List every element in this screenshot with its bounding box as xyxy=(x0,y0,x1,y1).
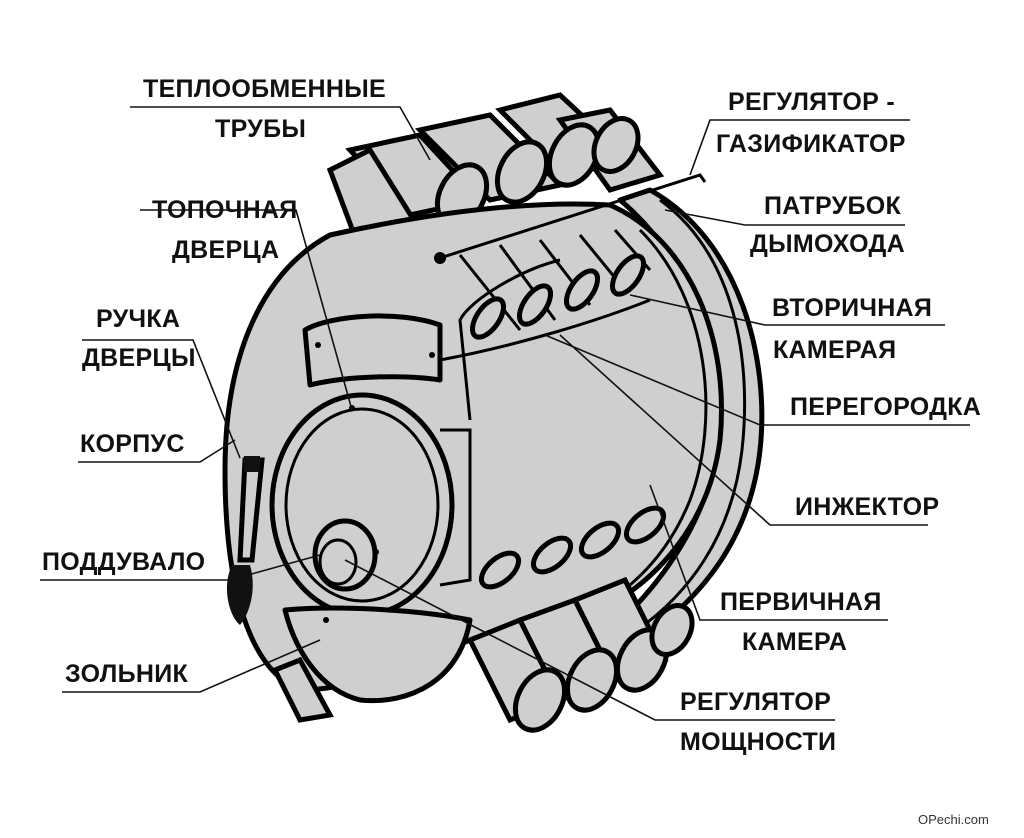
label-gasifier-1: РЕГУЛЯТОР - xyxy=(728,88,895,116)
watermark: OPechi.com xyxy=(918,812,989,827)
label-primary-1: ПЕРВИЧНАЯ xyxy=(720,588,882,616)
blower-cylinder xyxy=(312,518,378,592)
label-secondary-2: КАМЕРАЯ xyxy=(773,336,896,364)
label-heat-tubes-1: ТЕПЛООБМЕННЫЕ xyxy=(143,75,386,103)
label-injector: ИНЖЕКТОР xyxy=(795,493,939,521)
label-power-reg-2: МОЩНОСТИ xyxy=(680,728,836,756)
gasifier-rod xyxy=(439,173,707,260)
outer-shell-ring-2 xyxy=(629,198,747,637)
inner-fins-bottom xyxy=(478,505,667,590)
label-door-handle-1: РУЧКА xyxy=(96,305,180,333)
label-primary-2: КАМЕРА xyxy=(742,628,847,656)
label-partition: ПЕРЕГОРОДКА xyxy=(790,393,981,421)
label-secondary-1: ВТОРИЧНАЯ xyxy=(772,294,932,322)
stove-illustration xyxy=(222,92,765,733)
leader-lines xyxy=(40,106,970,721)
label-power-reg-1: РЕГУЛЯТОР xyxy=(680,688,831,716)
inner-chamber-curve xyxy=(609,228,708,602)
label-blower: ПОДДУВАЛО xyxy=(42,548,205,576)
label-door-handle-2: ДВЕРЦЫ xyxy=(82,344,196,372)
label-chimney-2: ДЫМОХОДА xyxy=(750,230,905,258)
label-ash-pan: ЗОЛЬНИК xyxy=(65,660,188,688)
lower-tubes xyxy=(466,576,695,733)
top-plate xyxy=(302,313,443,388)
label-housing: КОРПУС xyxy=(80,430,185,458)
label-gasifier-2: ГАЗИФИКАТОР xyxy=(716,130,906,158)
label-firebox-door-1: ТОПОЧНАЯ xyxy=(152,196,298,224)
label-firebox-door-2: ДВЕРЦА xyxy=(172,236,279,264)
inner-fins-top xyxy=(458,229,652,340)
label-heat-tubes-2: ТРУБЫ xyxy=(215,115,306,143)
diagram-labels: ТЕПЛООБМЕННЫЕ ТРУБЫ ТОПОЧНАЯ ДВЕРЦА РУЧК… xyxy=(42,75,989,827)
label-chimney-1: ПАТРУБОК xyxy=(764,192,901,220)
ash-pan xyxy=(282,605,473,704)
